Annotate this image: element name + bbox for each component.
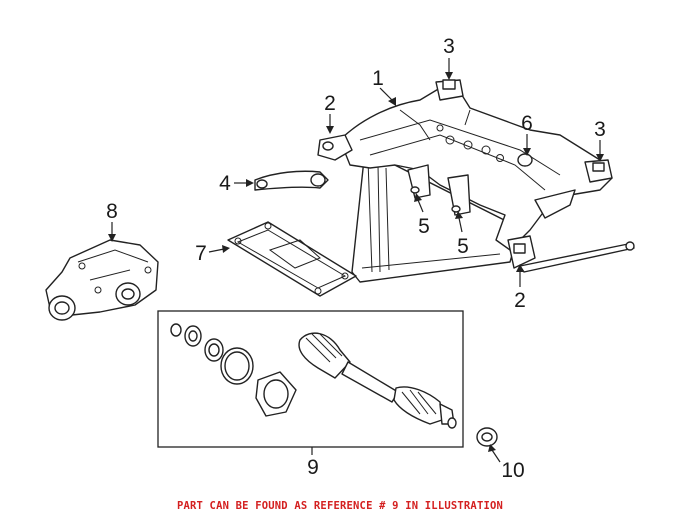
callout-5-left: 5 (418, 215, 430, 238)
callout-9: 9 (307, 456, 319, 479)
nut-drawing (476, 427, 498, 447)
callout-8: 8 (106, 200, 118, 223)
callout-3-right: 3 (594, 118, 606, 141)
callout-2-top: 2 (324, 92, 336, 115)
callout-6: 6 (521, 112, 533, 135)
callout-7: 7 (195, 242, 207, 265)
link-drawing (254, 170, 329, 191)
callout-2-bottom: 2 (514, 289, 526, 312)
subframe-drawing (317, 79, 635, 283)
reference-notice: PART CAN BE FOUND AS REFERENCE # 9 IN IL… (176, 500, 504, 512)
leader-lines (108, 58, 604, 463)
callout-5-right: 5 (457, 235, 469, 258)
axle-kit-box (157, 310, 464, 448)
callout-3-top: 3 (443, 35, 455, 58)
axle-drawing (170, 323, 457, 429)
callout-1: 1 (372, 67, 384, 90)
differential-drawing (45, 239, 159, 321)
callout-10: 10 (501, 459, 524, 482)
plate-drawing (227, 221, 357, 297)
callout-4: 4 (219, 172, 231, 195)
